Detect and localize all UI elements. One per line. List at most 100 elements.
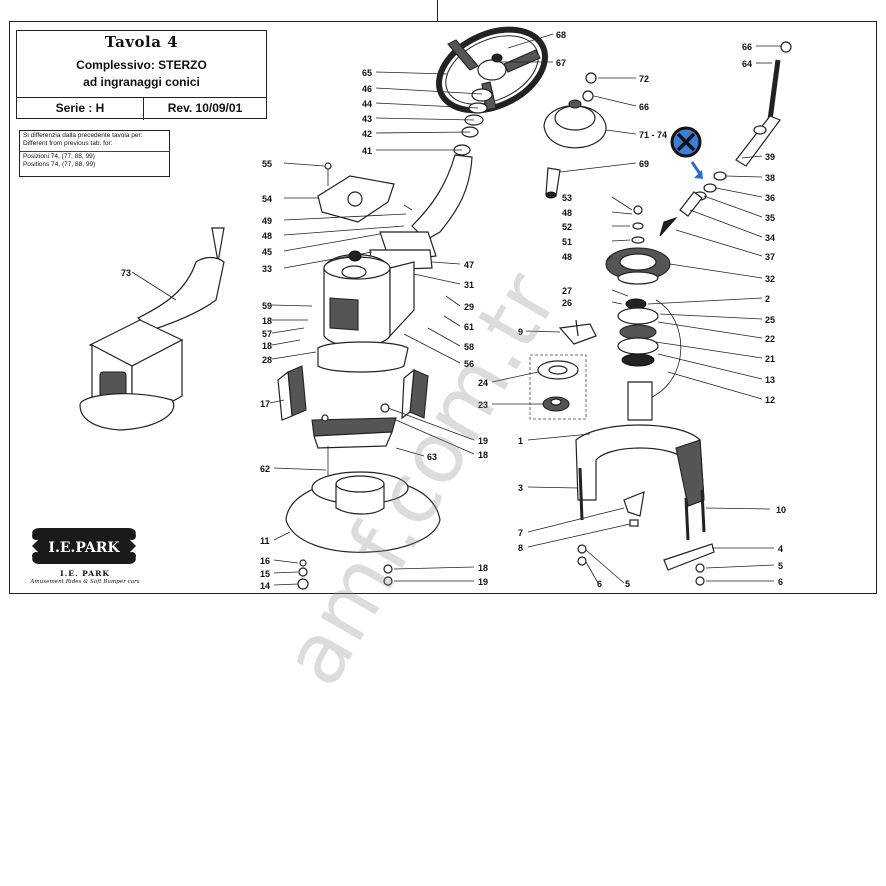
brand-caption: I.E. PARK [60,569,110,578]
inset-parts-23-24 [529,354,587,420]
steering-fork-1 [575,381,706,541]
bracket-9 [558,319,597,345]
label-51: 51 [562,237,572,247]
label-4: 4 [778,544,783,554]
label-41: 41 [362,146,372,156]
hub-cover-71-74 [543,72,607,199]
annotation-marker[interactable] [670,126,720,191]
label-5-b: 5 [778,561,783,571]
label-56: 56 [464,359,474,369]
label-1: 1 [518,436,523,446]
revision-note-box: Si differenzia dalla precedente tavola p… [19,130,170,177]
label-64: 64 [742,59,752,69]
bracket-17 [277,365,307,421]
note-positions-en: Positions 74, (77, 88, 99) [23,160,96,168]
label-52: 52 [562,222,572,232]
label-19-a: 19 [478,436,488,446]
label-45: 45 [262,247,272,257]
label-71-74: 71 - 74 [639,130,667,140]
label-58: 58 [464,342,474,352]
label-9: 9 [518,327,523,337]
logo-text: I.E.PARK [48,540,120,556]
label-16: 16 [260,556,270,566]
table-title: Tavola 4 [104,33,179,51]
label-31: 31 [464,280,474,290]
part-number-labels: 68 67 65 46 44 43 42 41 72 66 71 - 74 69… [121,30,786,591]
label-8: 8 [518,543,523,553]
label-14: 14 [260,581,270,591]
mounting-bracket-4 [577,491,715,586]
brand-logo-block: I.E.PARK I.E. PARK Amusement Rides & Sof… [10,522,160,592]
label-55: 55 [262,159,272,169]
label-37: 37 [765,252,775,262]
label-53: 53 [562,193,572,203]
label-36: 36 [765,193,775,203]
assembly-title-line1: Complessivo: STERZO [76,58,207,72]
label-2: 2 [765,294,770,304]
label-43: 43 [362,114,372,124]
label-68: 68 [556,30,566,40]
label-18-d: 18 [478,563,488,573]
label-67: 67 [556,58,566,68]
label-17: 17 [260,399,270,409]
note-line-en: Different from previous tab. for: [23,140,113,148]
note-line-it: Si differenzia dalla precedente tavola p… [23,132,143,139]
label-13: 13 [765,375,775,385]
arrow-down-left-icon [690,161,703,179]
label-44: 44 [362,99,372,109]
label-48-b: 48 [562,252,572,262]
label-48-c: 48 [262,231,272,241]
label-59: 59 [262,301,272,311]
label-28: 28 [262,355,272,365]
label-19-b: 19 [478,577,488,587]
label-39: 39 [765,152,775,162]
label-25: 25 [765,315,775,325]
label-69: 69 [639,159,649,169]
label-5-a: 5 [625,579,630,589]
label-57: 57 [262,329,272,339]
label-38: 38 [765,173,775,183]
label-21: 21 [765,354,775,364]
label-27: 27 [562,286,572,296]
label-15: 15 [260,569,270,579]
label-49: 49 [262,216,272,226]
label-6-b: 6 [778,577,783,587]
label-6-a: 6 [597,579,602,589]
drawing-sheet [9,21,877,594]
label-47: 47 [464,260,474,270]
label-35: 35 [765,213,775,223]
title-block-row: Serie : H Rev. 10/09/01 [17,97,266,120]
bevel-gear-48 [605,205,671,285]
label-65: 65 [362,68,372,78]
brand-tagline: Amusement Rides & Soft Bumper cars [30,579,140,585]
label-46: 46 [362,84,372,94]
label-66-top: 66 [639,102,649,112]
label-18-b: 18 [262,341,272,351]
label-61: 61 [464,322,474,332]
base-plate-11 [285,446,441,553]
label-72: 72 [639,74,649,84]
clamp-plate-63 [311,403,397,449]
label-73: 73 [121,268,131,278]
label-12: 12 [765,395,775,405]
title-block: Tavola 4 Complessivo: STERZO ad ingranag… [16,30,267,120]
bracket-18 [401,368,429,420]
label-18-c: 18 [478,450,488,460]
label-66-right: 66 [742,42,752,52]
label-7: 7 [518,528,523,538]
label-48-a: 48 [562,208,572,218]
label-29: 29 [464,302,474,312]
label-62: 62 [260,464,270,474]
cover-plate-54 [317,162,413,223]
steering-shaft-assembly [659,41,792,237]
label-10: 10 [776,505,786,515]
series-cell: Serie : H [17,98,144,120]
central-housing [317,250,415,373]
label-32: 32 [765,274,775,284]
revision-cell: Rev. 10/09/01 [167,101,243,115]
steering-wheel [436,26,548,156]
leader-lines [131,33,782,586]
label-42: 42 [362,129,372,139]
label-54: 54 [262,194,272,204]
